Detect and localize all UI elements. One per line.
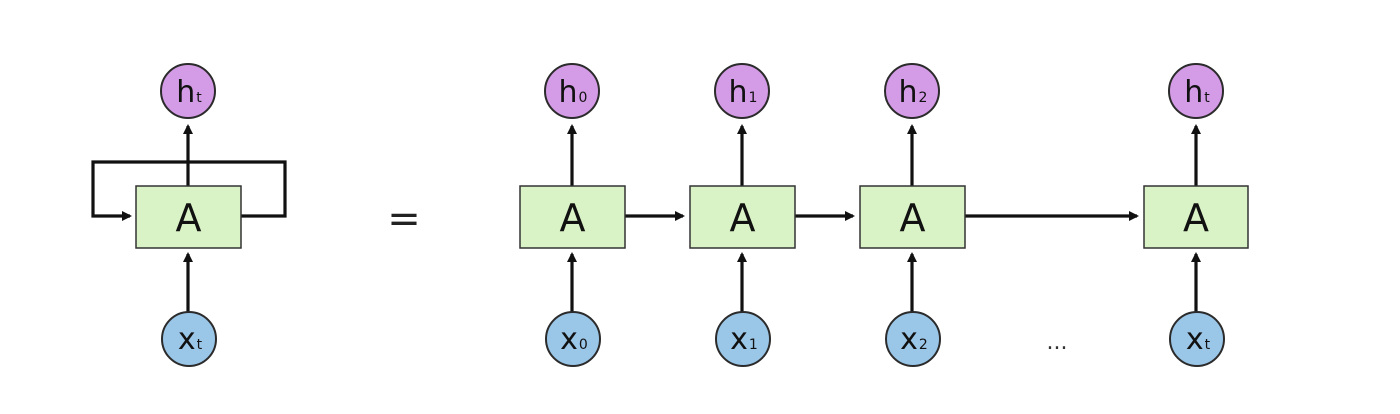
folded-input-label: xt: [178, 322, 203, 357]
step-2-cell-label: A: [900, 196, 926, 240]
step-1-output-node: [714, 63, 770, 119]
step-t-output-label: ht: [1184, 75, 1210, 110]
step-t-cell-label: A: [1183, 196, 1209, 240]
step-2-output-label: h2: [899, 75, 928, 110]
unrolled-step-t: A ht xt: [1143, 63, 1249, 367]
folded-output-label: ht: [176, 75, 202, 110]
step-t-output-node: [1168, 63, 1224, 119]
step-0-cell-label: A: [560, 196, 586, 240]
step-t-input-label: xt: [1186, 322, 1211, 357]
ellipsis: ...: [1047, 330, 1068, 355]
step-1-output-label: h1: [729, 75, 758, 110]
folded-output-node: [160, 63, 216, 119]
folded-cell-box: [135, 185, 242, 249]
step-0-cell-box: [519, 185, 626, 249]
step-0-output-node: [544, 63, 600, 119]
step-0-input-label: x0: [560, 322, 588, 357]
step-1-input-node: [715, 311, 771, 367]
step-1-cell-label: A: [730, 196, 756, 240]
step-1-cell-box: [689, 185, 796, 249]
recurrent-loop-arrow: [91, 160, 287, 221]
step-2-output-node: [884, 63, 940, 119]
step-2-input-label: x2: [900, 322, 928, 357]
step-2-cell-box: [859, 185, 966, 249]
step-0-input-node: [545, 311, 601, 367]
folded-rnn: A ht xt: [91, 63, 287, 367]
folded-cell-label: A: [176, 196, 202, 240]
folded-input-node: [161, 311, 217, 367]
step-0-output-label: h0: [559, 75, 588, 110]
equals-sign: =: [387, 196, 421, 242]
unrolled-rnn: A h0 x0 A h1 x1: [519, 63, 1249, 367]
step-1-input-label: x1: [730, 322, 758, 357]
step-2-input-node: [885, 311, 941, 367]
step-t-cell-box: [1143, 185, 1249, 249]
unrolled-step-0: A h0 x0: [519, 63, 626, 367]
unrolled-step-2: A h2 x2: [859, 63, 966, 367]
step-t-input-node: [1169, 311, 1225, 367]
unrolled-step-1: A h1 x1: [689, 63, 796, 367]
